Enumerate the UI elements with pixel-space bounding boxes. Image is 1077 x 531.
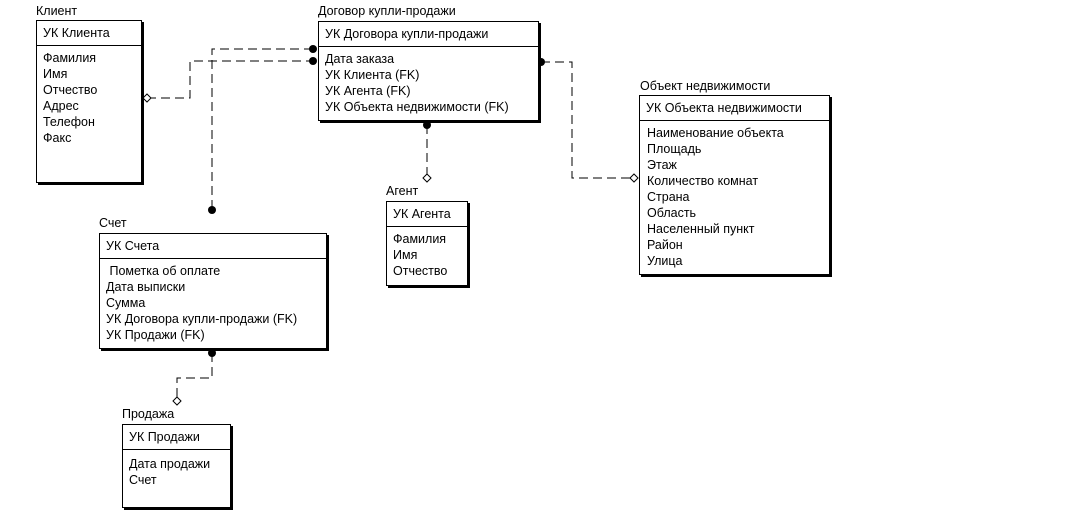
attr: Сумма xyxy=(106,296,146,310)
attr: Адрес xyxy=(43,99,79,113)
attr: Страна xyxy=(647,190,690,204)
dot-invoice-bottom xyxy=(208,349,216,357)
link-contract-property xyxy=(541,61,634,179)
attr: Площадь xyxy=(647,142,702,156)
attr: УК Агента (FK) xyxy=(325,84,411,98)
attr: Наименование объекта xyxy=(647,126,784,140)
diamond-client xyxy=(142,93,152,103)
attrs-client: Фамилия Имя Отчество Адрес Телефон Факс xyxy=(37,46,141,146)
attr: Улица xyxy=(647,254,683,268)
attr: УК Клиента (FK) xyxy=(325,68,420,82)
attrs-property: Наименование объекта Площадь Этаж Количе… xyxy=(640,121,829,269)
diamond-sale xyxy=(172,396,182,406)
attrs-contract: Дата заказа УК Клиента (FK) УК Агента (F… xyxy=(319,47,538,115)
entity-agent[interactable]: УК Агента Фамилия Имя Отчество xyxy=(386,201,468,286)
entity-client[interactable]: УК Клиента Фамилия Имя Отчество Адрес Те… xyxy=(36,20,142,183)
dot-contract-left-a xyxy=(309,57,317,65)
pk-client: УК Клиента xyxy=(37,21,141,46)
attr: Этаж xyxy=(647,158,677,172)
attr: Факс xyxy=(43,131,72,145)
entity-title-contract: Договор купли-продажи xyxy=(318,4,456,18)
attrs-agent: Фамилия Имя Отчество xyxy=(387,227,467,279)
attr: Счет xyxy=(129,473,157,487)
attr: Дата продажи xyxy=(129,457,211,471)
entity-title-agent: Агент xyxy=(386,184,419,198)
pk-contract: УК Договора купли-продажи xyxy=(319,22,538,47)
pk-sale: УК Продажи xyxy=(123,425,230,450)
attr: Область xyxy=(647,206,697,220)
attr: УК Договора купли-продажи (FK) xyxy=(106,312,298,326)
entity-contract[interactable]: УК Договора купли-продажи Дата заказа УК… xyxy=(318,21,539,121)
attr: Имя xyxy=(43,67,68,81)
attr: УК Продажи (FK) xyxy=(106,328,205,342)
link-client-contract xyxy=(147,60,313,99)
dot-contract-right xyxy=(537,58,545,66)
entity-title-client: Клиент xyxy=(36,4,78,18)
entity-title-sale: Продажа xyxy=(122,407,175,421)
attr: Количество комнат xyxy=(647,174,759,188)
entity-title-property: Объект недвижимости xyxy=(640,79,771,93)
entity-sale[interactable]: УК Продажи Дата продажи Счет xyxy=(122,424,231,508)
attr: Район xyxy=(647,238,683,252)
attr: Отчество xyxy=(393,264,448,278)
link-invoice-sale xyxy=(176,353,213,401)
dot-invoice-top xyxy=(208,206,216,214)
diamond-property xyxy=(629,173,639,183)
attrs-sale: Дата продажи Счет xyxy=(123,450,230,488)
attr: Дата выписки xyxy=(106,280,186,294)
attr: Телефон xyxy=(43,115,95,129)
entity-title-invoice: Счет xyxy=(99,216,127,230)
attr: Имя xyxy=(393,248,418,262)
attr: Фамилия xyxy=(43,51,97,65)
attrs-invoice: Пометка об оплате Дата выписки Сумма УК … xyxy=(100,259,326,343)
entity-property[interactable]: УК Объекта недвижимости Наименование объ… xyxy=(639,95,830,275)
link-contract-invoice xyxy=(211,48,313,210)
diamond-agent xyxy=(422,173,432,183)
attr: Отчество xyxy=(43,83,98,97)
dot-contract-left-b xyxy=(309,45,317,53)
dot-contract-bottom xyxy=(423,121,431,129)
attr: Пометка об оплате xyxy=(106,264,221,278)
pk-agent: УК Агента xyxy=(387,202,467,227)
attr: Населенный пункт xyxy=(647,222,755,236)
entity-invoice[interactable]: УК Счета Пометка об оплате Дата выписки … xyxy=(99,233,327,349)
pk-property: УК Объекта недвижимости xyxy=(640,96,829,121)
attr: Дата заказа xyxy=(325,52,395,66)
pk-invoice: УК Счета xyxy=(100,234,326,259)
attr: Фамилия xyxy=(393,232,447,246)
attr: УК Объекта недвижимости (FK) xyxy=(325,100,509,114)
